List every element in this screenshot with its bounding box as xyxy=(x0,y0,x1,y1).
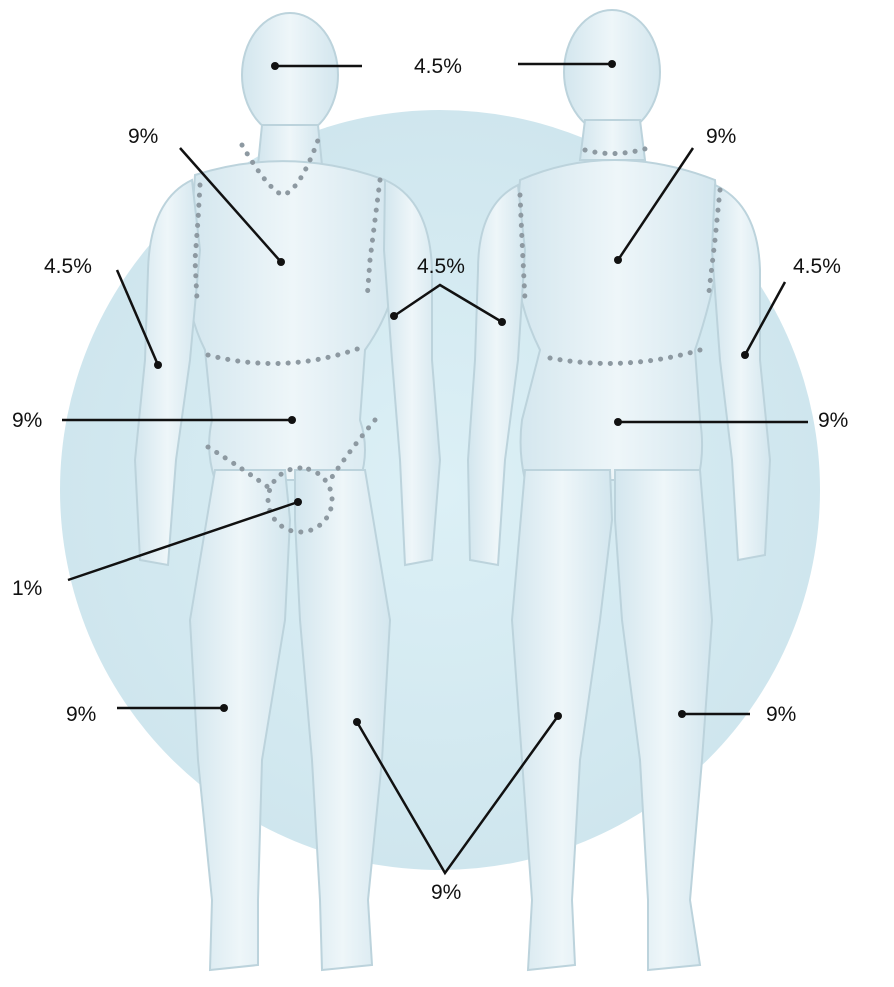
front-left-arm-percentage-label: 4.5% xyxy=(44,256,92,277)
front-right-leg-percentage-label: 9% xyxy=(66,704,96,725)
front-lower-trunk-percentage-label: 9% xyxy=(12,410,42,431)
genital-percentage-label: 1% xyxy=(12,578,42,599)
inner-arms-percentage-label: 4.5% xyxy=(417,256,465,277)
back-right-arm-percentage-label: 4.5% xyxy=(793,256,841,277)
center-legs-percentage-label: 9% xyxy=(431,882,461,903)
back-upper-trunk-percentage-label: 9% xyxy=(706,126,736,147)
front-upper-trunk-percentage-label: 9% xyxy=(128,126,158,147)
head-percentage-label: 4.5% xyxy=(414,56,462,77)
back-left-leg-percentage-label: 9% xyxy=(766,704,796,725)
back-lower-trunk-percentage-label: 9% xyxy=(818,410,848,431)
